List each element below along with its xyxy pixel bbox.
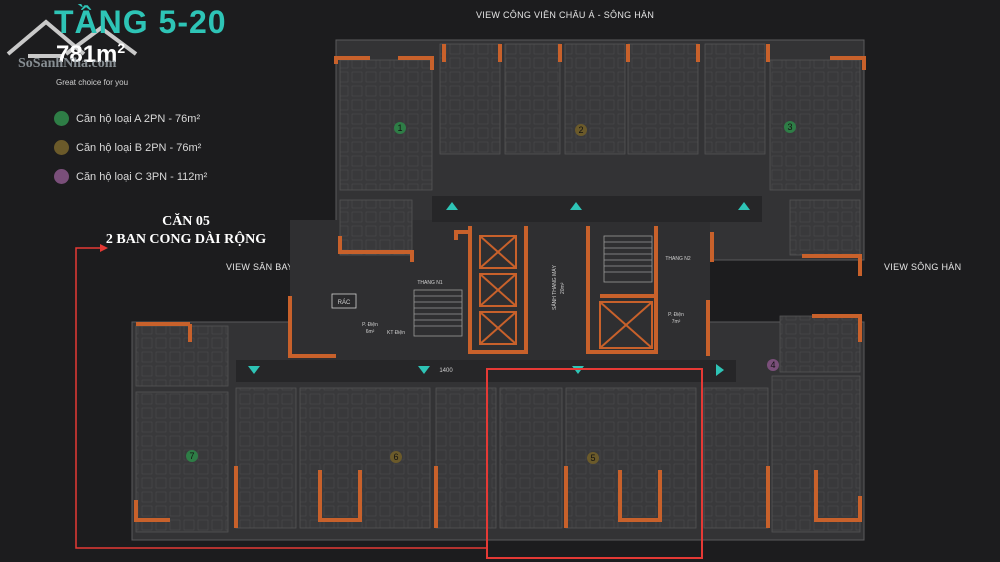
electric-room-2-area: 7m² bbox=[672, 319, 681, 325]
annotation-line-2: 2 BAN CONG DÀI RỘNG bbox=[105, 232, 267, 247]
unit-05-highlight bbox=[486, 368, 703, 559]
floor-area: 781m2 bbox=[56, 40, 126, 68]
unit-number-1: 1 bbox=[397, 123, 402, 133]
stair-n2-label: THANG N2 bbox=[665, 256, 691, 262]
view-top-label: VIEW CÔNG VIÊN CHÂU Á - SÔNG HÀN bbox=[476, 10, 655, 20]
view-right-label: VIEW SÔNG HÀN bbox=[884, 262, 962, 272]
svg-text:SẢNH THANG MÁY: SẢNH THANG MÁY bbox=[551, 264, 558, 310]
unit-number-5: 5 bbox=[590, 453, 595, 463]
unit-number-7: 7 bbox=[189, 451, 194, 461]
watermark: SoSanhNha.com bbox=[18, 56, 117, 71]
unit-number-3: 3 bbox=[787, 122, 792, 132]
elevator-shafts bbox=[479, 235, 653, 349]
unit-marker-7[interactable] bbox=[186, 450, 198, 462]
house-logo-icon bbox=[6, 19, 138, 58]
unit-marker-6[interactable] bbox=[390, 451, 402, 463]
annotation-arrow-head bbox=[100, 244, 108, 252]
elevator-lobby-label: SẢNH THANG MÁY 20m² bbox=[551, 264, 566, 310]
floor-title: TẦNG 5-20 bbox=[54, 4, 227, 40]
legend: Căn hộ loại A 2PN - 76m² Căn hộ loại B 2… bbox=[54, 104, 207, 191]
dimension-label: 1400 bbox=[439, 368, 453, 374]
bottom-rooms bbox=[135, 315, 861, 533]
annotation-unit-05: CĂN 05 2 BAN CONG DÀI RỘNG bbox=[86, 213, 286, 249]
unit-marker-3[interactable] bbox=[784, 121, 796, 133]
unit-number-6: 6 bbox=[393, 452, 398, 462]
legend-label-a: Căn hộ loại A 2PN - 76m² bbox=[76, 112, 201, 125]
trash-room-label: RÁC bbox=[338, 299, 351, 306]
annotation-arrow-path bbox=[75, 247, 487, 549]
electric-room-1-label: P. Điện bbox=[362, 322, 378, 328]
unit-marker-5[interactable] bbox=[587, 452, 599, 464]
legend-label-b: Căn hộ loại B 2PN - 76m² bbox=[76, 141, 202, 154]
unit-marker-2[interactable] bbox=[575, 124, 587, 136]
svg-text:20m²: 20m² bbox=[560, 282, 566, 294]
unit-markers: 1 2 3 4 5 6 7 bbox=[186, 121, 796, 464]
unit-marker-1[interactable] bbox=[394, 122, 406, 134]
view-left-label: VIEW SÂN BAY bbox=[226, 262, 294, 272]
annotation-line-1: CĂN 05 bbox=[162, 214, 210, 229]
legend-dot-c bbox=[54, 169, 69, 184]
electric-room-1-area: 6m² bbox=[366, 329, 375, 335]
unit-marker-4[interactable] bbox=[767, 359, 779, 371]
tagline: Great choice for you bbox=[56, 78, 129, 87]
legend-item-c: Căn hộ loại C 3PN - 112m² bbox=[54, 162, 207, 191]
legend-dot-b bbox=[54, 140, 69, 155]
legend-item-a: Căn hộ loại A 2PN - 76m² bbox=[54, 104, 207, 133]
legend-label-c: Căn hộ loại C 3PN - 112m² bbox=[76, 170, 208, 183]
trash-room bbox=[331, 293, 357, 309]
unit-number-4: 4 bbox=[770, 360, 775, 370]
legend-item-b: Căn hộ loại B 2PN - 76m² bbox=[54, 133, 207, 162]
top-corridor bbox=[432, 196, 762, 222]
electric-room-2-label: P. Điện bbox=[668, 312, 684, 318]
structural-walls bbox=[134, 44, 866, 528]
stair-n1-label: THANG N1 bbox=[417, 280, 443, 286]
unit-number-2: 2 bbox=[578, 125, 583, 135]
legend-dot-a bbox=[54, 111, 69, 126]
staircases bbox=[413, 235, 653, 337]
electric-shaft-label: KT Điện bbox=[387, 330, 405, 336]
